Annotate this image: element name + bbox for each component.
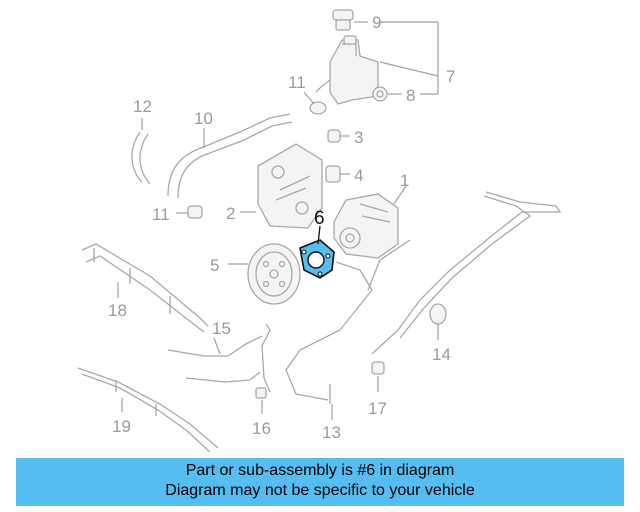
clip-part-lower [176,205,203,219]
callout-8: 8 [406,86,415,105]
cooler-part-18 [81,243,209,333]
callout-11-upper: 11 [288,73,306,92]
reservoir-cap-part [332,9,368,31]
callout-19: 19 [112,417,131,436]
mount-part-14 [429,303,447,340]
bushing-part-3 [327,129,350,143]
callout-13: 13 [322,423,341,442]
callout-17: 17 [368,399,387,418]
cooler-line-part-19 [77,367,219,453]
parts-diagram: 9 7 8 11 3 4 12 1 [77,9,562,453]
grommet-part [372,86,402,102]
callout-4: 4 [354,166,363,185]
bushing-part-4 [325,165,350,183]
callout-5: 5 [210,256,219,275]
callout-10: 10 [194,109,213,128]
info-banner: Part or sub-assembly is #6 in diagram Di… [16,458,624,506]
gasket-part-highlighted [299,225,335,279]
clamp-part-17 [371,361,385,392]
hose-part-16 [255,387,267,414]
return-hose-part-15 [167,323,271,393]
banner-line-part-number: Part or sub-assembly is #6 in diagram [185,462,455,479]
hose-part-12 [131,118,151,185]
callout-7: 7 [446,67,455,86]
callout-18: 18 [108,301,127,320]
callout-11-lower: 11 [152,205,170,224]
callout-9: 9 [372,13,381,32]
power-steering-pump-part [333,185,407,259]
hose-part-10 [167,113,293,199]
callout-14: 14 [432,345,451,364]
callout-3: 3 [354,128,363,147]
callout-15: 15 [212,319,231,338]
callout-12: 12 [133,97,152,116]
pressure-line-part [285,191,562,420]
callout-16: 16 [252,419,271,438]
bracket-part [240,143,323,229]
clip-part-upper [303,91,327,115]
banner-line-disclaimer: Diagram may not be specific to your vehi… [165,482,475,499]
callout-1: 1 [400,171,409,190]
callout-2: 2 [226,204,235,223]
callout-6: 6 [314,208,325,229]
reservoir-part [315,35,379,105]
pulley-part [228,243,301,305]
